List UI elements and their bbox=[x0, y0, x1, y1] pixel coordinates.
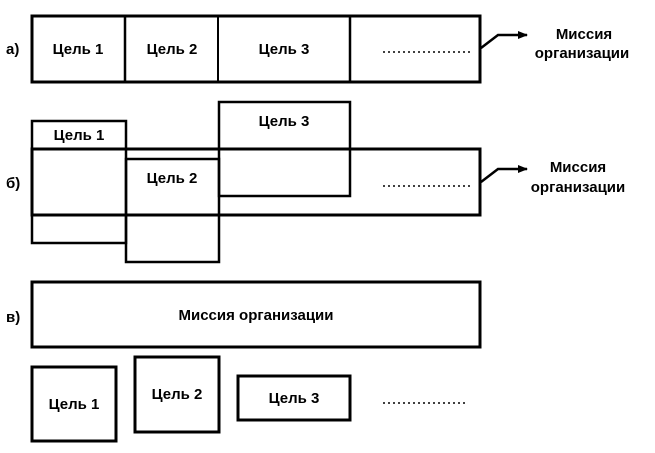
panel-c: в) Миссия организации Цель 1 Цель 2 Цель… bbox=[6, 280, 482, 443]
panel-a-mission-band bbox=[30, 14, 482, 84]
panel-c-goal-2-box bbox=[133, 355, 221, 434]
panel-c-goal-3: Цель 3 bbox=[269, 390, 320, 407]
panel-c-mission-box bbox=[30, 280, 482, 349]
panel-b-arrow-icon bbox=[480, 165, 528, 183]
panel-a-arrow-icon bbox=[480, 31, 528, 49]
panel-c-goal-3-box bbox=[236, 374, 352, 422]
panel-a-goal-2: Цель 2 bbox=[147, 41, 198, 58]
panel-c-mission-text: Миссия организации bbox=[178, 307, 333, 324]
panel-b: б) Цель 1 Цель 2 Цель 3 Миссия организац… bbox=[6, 100, 625, 264]
panel-b-mission-label-line2: организации bbox=[531, 179, 625, 196]
panel-a-mission-label-line1: Миссия bbox=[556, 26, 612, 43]
panel-c-goal-1-box bbox=[30, 365, 118, 443]
panel-a-goal-1: Цель 1 bbox=[53, 41, 104, 58]
panel-a: а) Цель 1 Цель 2 Цель 3 Миссия организац… bbox=[6, 14, 629, 84]
panel-b-mission-band bbox=[30, 147, 482, 217]
panel-b-label: б) bbox=[6, 175, 20, 192]
panel-b-mission-label-line1: Миссия bbox=[550, 159, 606, 176]
panel-c-label: в) bbox=[6, 309, 20, 326]
panel-a-mission-label-line2: организации bbox=[535, 45, 629, 62]
panel-b-goal-1: Цель 1 bbox=[54, 127, 105, 144]
panel-a-goal-3: Цель 3 bbox=[259, 41, 310, 58]
panel-b-goal-3: Цель 3 bbox=[259, 113, 310, 130]
panel-a-label: а) bbox=[6, 41, 19, 58]
panel-c-goal-2: Цель 2 bbox=[152, 386, 203, 403]
panel-b-goal-2-box bbox=[124, 157, 221, 264]
panel-b-goal-2: Цель 2 bbox=[147, 170, 198, 187]
panel-c-goal-1: Цель 1 bbox=[49, 396, 100, 413]
